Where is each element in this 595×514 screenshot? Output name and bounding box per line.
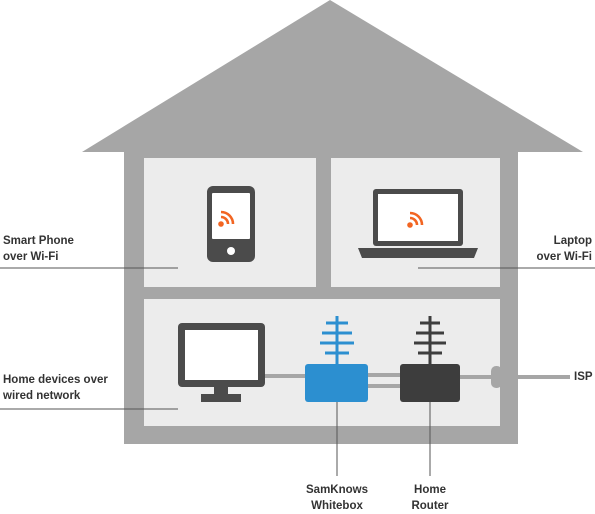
wifi-icon	[218, 210, 235, 227]
label-whitebox-line1: SamKnows	[306, 484, 368, 496]
label-home-devices-line2: wired network	[3, 390, 81, 402]
label-smartphone-line2: over Wi-Fi	[3, 251, 59, 263]
label-laptop-line2: over Wi-Fi	[536, 251, 592, 263]
label-laptop-line1: Laptop	[553, 235, 592, 247]
label-whitebox: SamKnows Whitebox	[297, 482, 377, 514]
label-router: Home Router	[395, 482, 465, 514]
router-icon	[400, 364, 460, 402]
smartphone-icon	[207, 186, 255, 262]
antenna-icon	[320, 316, 354, 365]
label-smartphone-line1: Smart Phone	[3, 235, 74, 247]
isp-connector-icon	[491, 366, 502, 388]
label-router-line1: Home	[414, 484, 446, 496]
monitor-icon	[178, 323, 265, 402]
antenna-icon	[414, 316, 446, 365]
label-home-devices: Home devices over wired network	[3, 372, 108, 404]
label-router-line2: Router	[411, 500, 449, 512]
wifi-icon	[407, 211, 424, 228]
label-lines	[0, 267, 595, 476]
label-home-devices-line1: Home devices over	[3, 374, 108, 386]
wired-cables	[265, 373, 570, 388]
label-laptop: Laptop over Wi-Fi	[537, 233, 592, 265]
whitebox-icon	[305, 364, 368, 402]
label-whitebox-line2: Whitebox	[311, 500, 363, 512]
label-isp: ISP	[574, 369, 593, 385]
label-isp-text: ISP	[574, 371, 593, 383]
label-smartphone: Smart Phone over Wi-Fi	[3, 233, 74, 265]
